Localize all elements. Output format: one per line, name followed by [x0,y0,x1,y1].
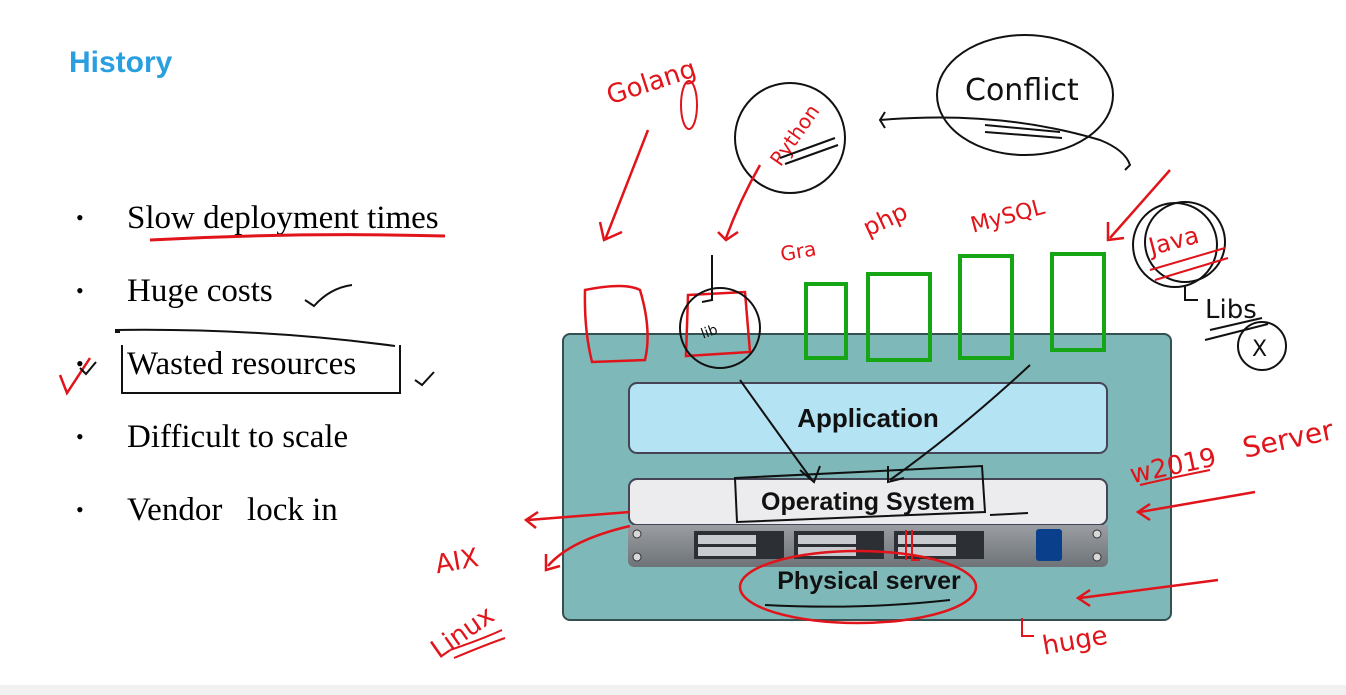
slide-title: History [69,46,173,79]
bullet-dot: • [76,205,84,230]
application-layer: Application [628,382,1108,454]
annotation-libs: Libs [1205,295,1257,325]
bullet-item: • Slow deployment times [72,192,439,265]
bullet-text: Vendor lock in [127,492,338,528]
annotation-conflict: Conflict [965,73,1079,108]
bullet-text: Wasted resources [127,346,357,382]
annotation-php: php [859,197,912,242]
server-rack [628,525,1108,567]
server-rack-graphic [632,529,1102,562]
bullet-item: • Wasted resources [72,338,439,411]
bullet-dot: • [76,351,84,376]
bullet-text: Huge costs [127,273,273,309]
bullet-item: • Difficult to scale [72,411,439,484]
bullet-item: • Vendor lock in [72,484,439,557]
bullet-dot: • [76,278,84,303]
annotation-huge: huge [1040,621,1110,662]
annotation-server: Server [1240,413,1337,464]
annotation-mysql: MySQL [968,195,1048,239]
bullet-dot: • [76,497,84,522]
bullet-item: • Huge costs [72,265,439,338]
bullet-dot: • [76,424,84,449]
bullet-text: Slow deployment times [127,200,439,236]
bullet-list: • Slow deployment times • Huge costs • Wast… [72,192,439,557]
operating-system-layer: Operating System [628,478,1108,526]
bottom-bar [0,685,1346,695]
annotation-python: Python [765,100,824,171]
annotation-aix: AIX [433,543,481,580]
annotation-linux: Linux [426,600,501,665]
server-stack-diagram: Application Operating System Physical se… [562,333,1172,621]
annotation-golang: Golang [603,54,700,111]
annotation-java: Java [1144,221,1202,262]
annotation-lang1: Gra [778,236,818,266]
annotation-x: X [1252,337,1267,362]
physical-server-label: Physical server [777,567,961,595]
bullet-text: Difficult to scale [127,419,349,455]
